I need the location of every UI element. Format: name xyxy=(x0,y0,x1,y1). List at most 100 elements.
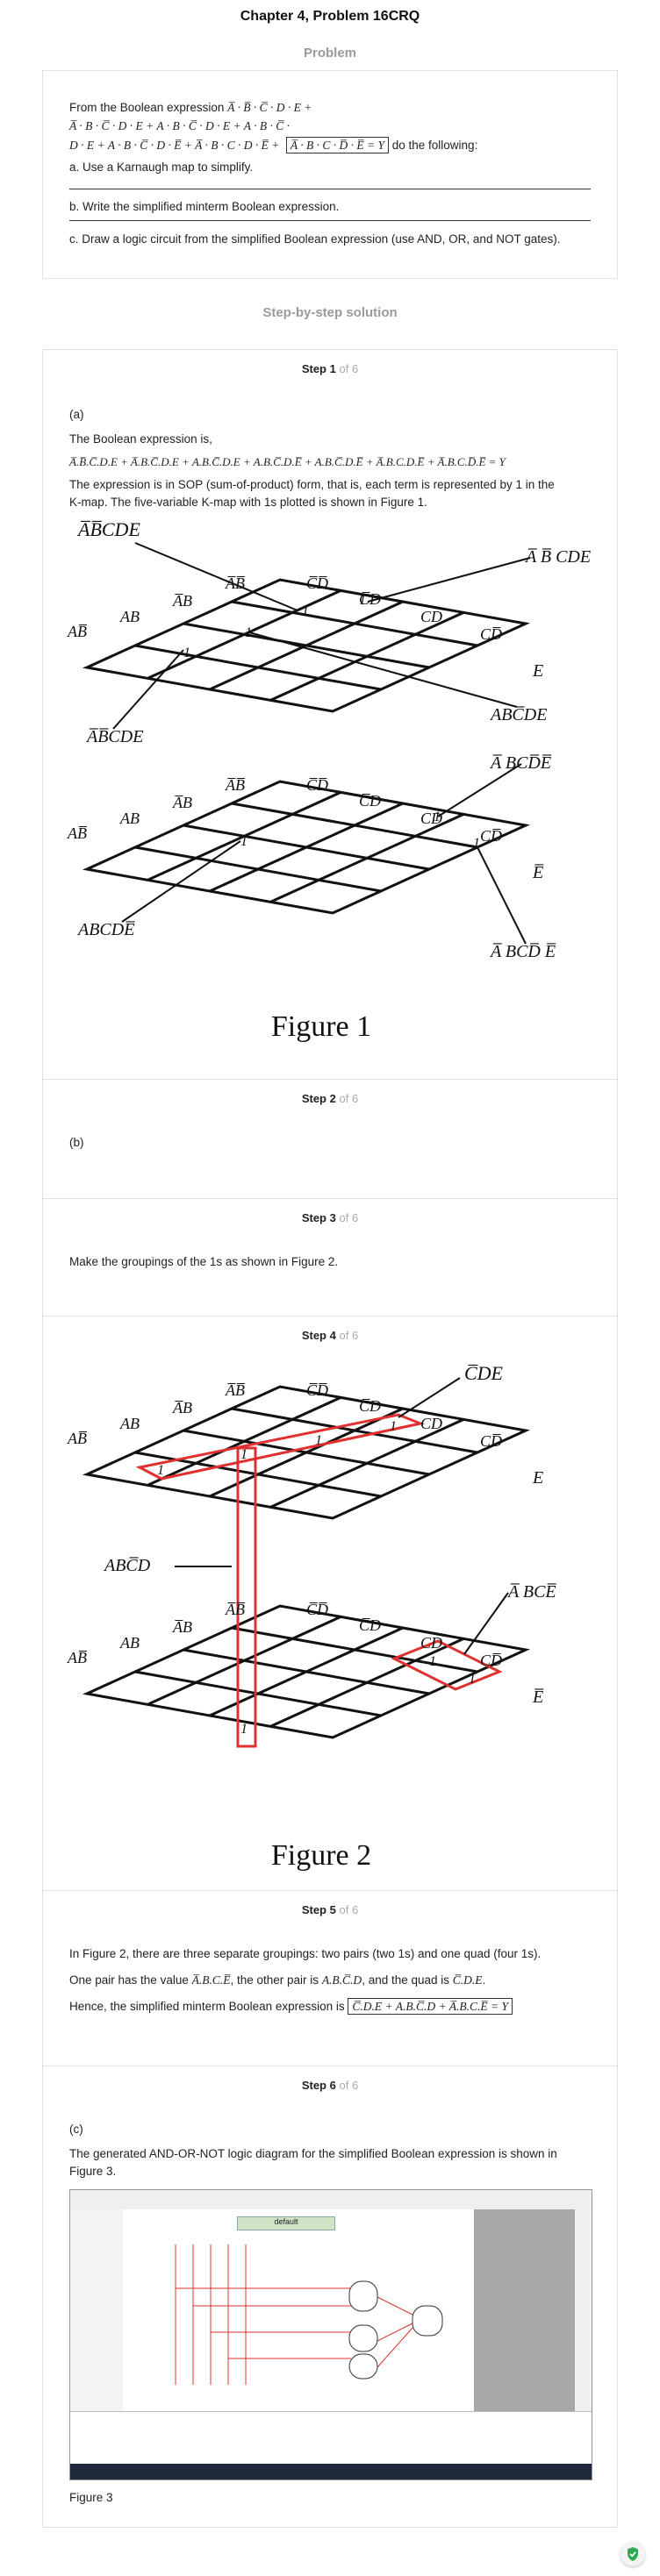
term-label: A̅B̅CDE xyxy=(76,518,140,540)
canvas-label: default xyxy=(237,2216,335,2230)
col-label: C̅D xyxy=(359,1397,381,1415)
step-1-equation: A̅.B̅.C̅.D.E + A̅.B.C̅.D.E + A.B.C̅.D.E … xyxy=(69,455,506,468)
logic-diagram xyxy=(175,2244,443,2385)
row-label: AB̅ xyxy=(67,1649,88,1666)
shield-icon[interactable] xyxy=(621,2542,645,2566)
scrollbar[interactable] xyxy=(575,2209,592,2411)
figure-2-kmap: AB̅ AB A̅B A̅B̅ C̅D̅ C̅D CD CD̅ E AB̅ AB… xyxy=(67,1362,557,1872)
problem-intro: From the Boolean expression xyxy=(69,101,225,114)
step-label: Step 3 of 6 xyxy=(301,1211,359,1224)
toolbar xyxy=(70,2190,592,2210)
gray-panel xyxy=(474,2209,575,2411)
kmap-one: 1 xyxy=(240,834,248,849)
step-2-card: Step 2 of 6 (b) xyxy=(42,1079,618,1200)
col-label: CD̅ xyxy=(480,625,502,643)
kmap-one: 1 xyxy=(469,1672,476,1687)
problem-line-1: From the Boolean expression A̅ · B̅ · C̅… xyxy=(69,99,312,116)
col-label: CD̅ xyxy=(480,1432,502,1450)
kmap-bottom-grid xyxy=(82,780,531,915)
col-label: CD̅ xyxy=(480,827,502,845)
kmap-one: 1 xyxy=(473,836,480,851)
problem-expr-3: D · E + A · B · C̅ · D · E̅ + A̅ · B · C… xyxy=(69,139,280,152)
row-label: AB̅ xyxy=(67,824,88,842)
layer-label: E xyxy=(532,1468,543,1488)
layer-label: E̅ xyxy=(532,863,544,882)
part-b: b. Write the simplified minterm Boolean … xyxy=(69,200,340,213)
callout-arrows xyxy=(112,542,531,945)
term-label: A̅ B̅ CDE xyxy=(524,547,591,567)
problem-expr-2: A̅ · B · C̅ · D · E + A · B · C̅ · D · E… xyxy=(69,119,290,132)
col-label: CD xyxy=(420,1415,442,1432)
step-5-card: Step 5 of 6 In Figure 2, there are three… xyxy=(42,1890,618,2067)
step-1-line-3: K-map. The five-variable K-map with 1s p… xyxy=(69,496,427,509)
col-label: CD xyxy=(420,810,442,827)
kmap-one: 1 xyxy=(390,1419,397,1434)
kmap-top-grid xyxy=(82,578,531,713)
col-label: CD xyxy=(420,1634,442,1652)
step-5-line-3: Hence, the simplified minterm Boolean ex… xyxy=(69,1998,513,2015)
layer-label: E xyxy=(532,661,543,681)
col-label: C̅D xyxy=(359,792,381,810)
row-label: A̅B xyxy=(172,1399,192,1416)
term-label: A̅ BCD̅ E̅ xyxy=(489,942,556,961)
col-label: C̅D xyxy=(359,1616,381,1634)
col-label: C̅D̅ xyxy=(306,1601,328,1618)
kmap-one: 1 xyxy=(240,1447,248,1462)
step-1-line-1: The Boolean expression is, xyxy=(69,432,212,446)
step-5-line-2: One pair has the value A̅.B.C.E̅, the ot… xyxy=(69,1973,486,1987)
term-label: A̅ BCE̅ xyxy=(506,1582,557,1602)
col-label: CD xyxy=(420,608,442,625)
step-6-part: (c) xyxy=(69,2123,83,2136)
problem-suffix: do the following: xyxy=(391,139,478,152)
part-a: a. Use a Karnaugh map to simplify. xyxy=(69,161,254,174)
step-3-text: Make the groupings of the 1s as shown in… xyxy=(69,1255,339,1268)
problem-heading: Problem xyxy=(303,46,356,61)
result-expression: C̅.D.E + A.B.C̅.D + A̅.B.C.E̅ = Y xyxy=(348,1998,513,2015)
step-label: Step 2 of 6 xyxy=(301,1092,359,1105)
term-quad: C̅.D.E xyxy=(452,1973,483,1987)
row-label: A̅B̅ xyxy=(225,1381,246,1399)
col-label: C̅D̅ xyxy=(306,1381,328,1399)
step-6-line-2: Figure 3. xyxy=(69,2165,117,2178)
row-label: A̅B̅ xyxy=(225,1601,246,1618)
step-label: Step 4 of 6 xyxy=(301,1329,359,1342)
row-label: A̅B xyxy=(172,592,192,610)
col-label: C̅D̅ xyxy=(306,574,328,592)
row-label: A̅B̅ xyxy=(225,776,246,794)
figure-caption: Figure 2 xyxy=(271,1839,371,1872)
term-label: A̅ BCD̅E̅ xyxy=(489,753,552,773)
col-label: CD̅ xyxy=(480,1652,502,1669)
kmap-one: 1 xyxy=(359,593,366,608)
row-label: AB xyxy=(119,810,140,827)
row-label: AB xyxy=(119,1634,140,1652)
term-pair-1: A̅.B.C.E̅ xyxy=(191,1973,231,1987)
col-label: C̅D xyxy=(359,590,381,608)
figure-3-screenshot: default xyxy=(69,2189,592,2480)
step-label: Step 1 of 6 xyxy=(301,362,359,375)
kmap-one: 1 xyxy=(434,810,441,824)
step-2-part: (b) xyxy=(69,1136,84,1149)
step-label: Step 5 of 6 xyxy=(301,1903,359,1916)
kmap-one: 1 xyxy=(183,646,190,660)
row-label: A̅B xyxy=(172,1618,192,1636)
term-label: ABC̅D xyxy=(103,1556,151,1575)
kmap-one: 1 xyxy=(157,1463,164,1478)
step-1-part: (a) xyxy=(69,408,84,421)
kmap-one: 1 xyxy=(245,625,252,640)
term-pair-2: A.B.C̅.D xyxy=(321,1973,362,1987)
output-panel xyxy=(70,2411,592,2465)
divider xyxy=(69,220,591,221)
step-6-card: Step 6 of 6 (c) The generated AND-OR-NOT… xyxy=(42,2066,618,2528)
side-panel xyxy=(70,2209,124,2411)
problem-expr-1: A̅ · B̅ · C̅ · D · E + xyxy=(227,101,312,114)
problem-line-3: D · E + A · B · C̅ · D · E̅ + A̅ · B · C… xyxy=(69,137,477,153)
figure-1-kmap: AB̅ AB A̅B A̅B̅ C̅D̅ C̅D CD CD̅ E AB̅ AB… xyxy=(67,518,591,1043)
layer-label: E̅ xyxy=(532,1688,544,1707)
kmap-one: 1 xyxy=(302,603,309,618)
kmap-top-grid xyxy=(82,1385,531,1520)
solution-heading: Step-by-step solution xyxy=(262,305,398,320)
step-6-line-1: The generated AND-OR-NOT logic diagram f… xyxy=(69,2147,557,2160)
row-label: A̅B xyxy=(172,794,192,811)
page-title: Chapter 4, Problem 16CRQ xyxy=(240,9,420,24)
kmap-one: 1 xyxy=(315,1433,322,1448)
